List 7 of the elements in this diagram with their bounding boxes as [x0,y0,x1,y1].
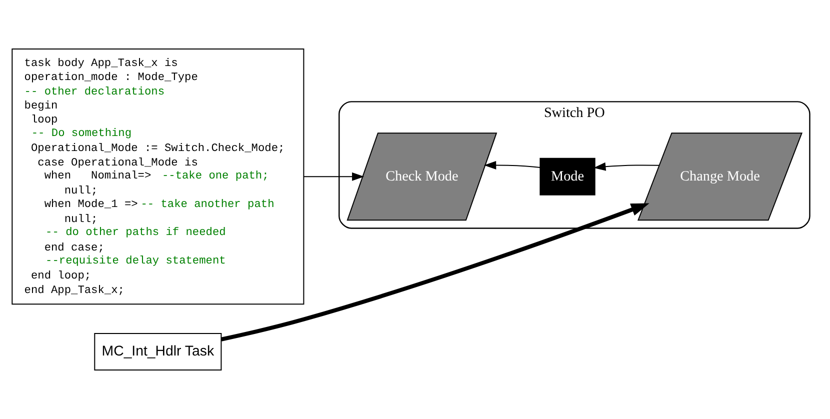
node-box: Mode [540,158,596,196]
arrow [594,162,660,171]
arrow [484,160,540,170]
arrow [220,203,650,342]
node-box: MC_Int_Hdlr Task [94,333,222,370]
node-box: task body App_Task_x is operation_mode : Mode_Type -- other declarations begin loop -- Do something Operational_Mode := Switch.Check_Mode; case Operational_Mode is when Nominal=> --take one path; null; when Mode_1 =>-- take another path null; -- do other paths if needed end case; --requisite delay statement end loop; end App_Task_x; [12,48,304,305]
arrow [304,172,364,181]
